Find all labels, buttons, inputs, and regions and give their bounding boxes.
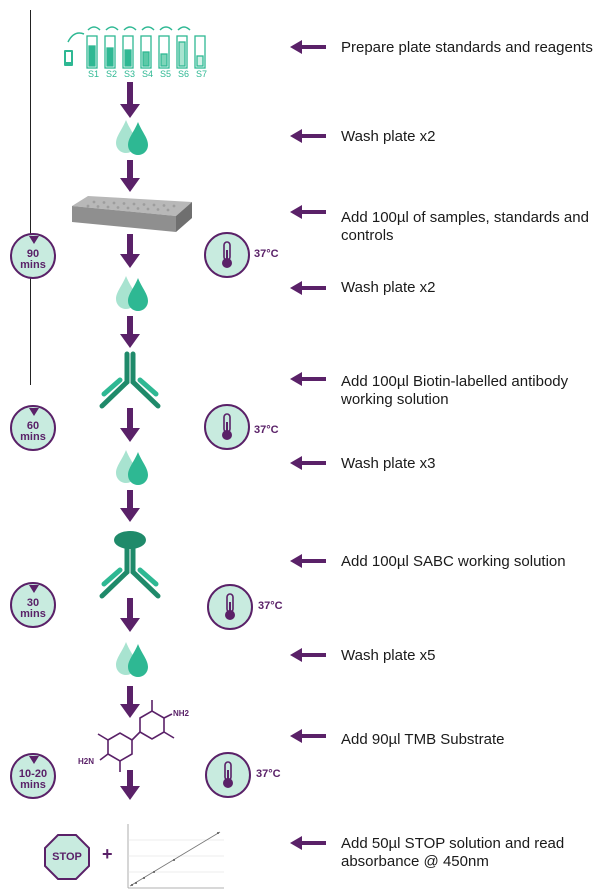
tube-label-s1: S1 bbox=[88, 69, 100, 79]
tube-label-s4: S4 bbox=[142, 69, 154, 79]
thermometer-icon bbox=[204, 404, 250, 450]
timeline-line bbox=[30, 10, 31, 385]
stop-sign-icon bbox=[44, 834, 90, 880]
tube-label-s2: S2 bbox=[106, 69, 118, 79]
plus-sign: + bbox=[102, 844, 113, 864]
down-arrow-icon bbox=[120, 770, 140, 800]
step-3-text: Add 100µl of samples, standards and cont… bbox=[341, 209, 589, 245]
thermometer-icon bbox=[204, 232, 250, 278]
step-10-text: Add 50µl STOP solution and read absorban… bbox=[341, 835, 564, 871]
down-arrow-icon bbox=[120, 408, 140, 442]
timer-unit: mins bbox=[20, 779, 46, 791]
step-4-text: Wash plate x2 bbox=[341, 279, 436, 296]
timer-pointer-icon bbox=[29, 236, 39, 244]
timer-value: 30 bbox=[26, 597, 40, 609]
droplet-icon bbox=[116, 276, 148, 311]
standard-curve-icon bbox=[127, 824, 224, 889]
step-10-arrow-icon bbox=[290, 836, 326, 850]
step-3-line-2: controls bbox=[341, 227, 394, 244]
temperature-label: 37°C bbox=[256, 768, 281, 780]
timer-pointer-icon bbox=[29, 585, 39, 593]
step-10-line-2: absorbance @ 450nm bbox=[341, 853, 489, 870]
timer-unit: mins bbox=[20, 259, 46, 271]
down-arrow-icon bbox=[120, 598, 140, 632]
step-5-line-1: Add 100µl Biotin-labelled antibody bbox=[341, 373, 569, 390]
droplet-icon bbox=[116, 642, 148, 677]
step-5-arrow-icon bbox=[290, 372, 326, 386]
thermometer-icon bbox=[205, 752, 251, 798]
step-10-line-1: Add 50µl STOP solution and read bbox=[341, 835, 565, 852]
down-arrow-icon bbox=[120, 82, 140, 118]
timer-pointer-icon bbox=[29, 408, 39, 416]
down-arrow-icon bbox=[120, 234, 140, 268]
tube-label-s7: S7 bbox=[196, 69, 208, 79]
sabc-icon bbox=[99, 531, 161, 599]
step-5-text: Add 100µl Biotin-labelled antibody worki… bbox=[341, 373, 568, 409]
step-3-arrow-icon bbox=[290, 205, 326, 219]
tmb-molecule-icon bbox=[97, 700, 175, 772]
down-arrow-icon bbox=[120, 490, 140, 522]
step-7-arrow-icon bbox=[290, 554, 326, 568]
step-9-text: Add 90µl TMB Substrate bbox=[341, 731, 505, 748]
timer-value: 60 bbox=[26, 420, 40, 432]
step-7-text: Add 100µl SABC working solution bbox=[341, 553, 566, 570]
temperature-label: 37°C bbox=[254, 248, 279, 260]
temperature-label: 37°C bbox=[258, 600, 283, 612]
tube-label-s3: S3 bbox=[124, 69, 136, 79]
tube-label-s6: S6 bbox=[178, 69, 190, 79]
step-2-arrow-icon bbox=[290, 129, 326, 143]
step-6-arrow-icon bbox=[290, 456, 326, 470]
tube-rack-icon bbox=[64, 26, 206, 69]
step-4-arrow-icon bbox=[290, 281, 326, 295]
step-2-text: Wash plate x2 bbox=[341, 128, 436, 145]
timer-unit: mins bbox=[20, 608, 46, 620]
timer-value: 90 bbox=[26, 248, 40, 260]
nh2-bottom-label: H2N bbox=[78, 757, 95, 766]
down-arrow-icon bbox=[120, 316, 140, 348]
antibody-icon bbox=[99, 351, 161, 409]
droplet-icon bbox=[116, 120, 148, 155]
timer-value: 10-20 bbox=[18, 768, 48, 780]
thermometer-icon bbox=[207, 584, 253, 630]
step-3-line-1: Add 100µl of samples, standards and bbox=[341, 209, 589, 226]
step-8-arrow-icon bbox=[290, 648, 326, 662]
microplate-icon bbox=[72, 196, 192, 232]
step-1-text: Prepare plate standards and reagents bbox=[341, 39, 593, 56]
step-5-line-2: working solution bbox=[341, 391, 449, 408]
down-arrow-icon bbox=[120, 160, 140, 192]
step-9-arrow-icon bbox=[290, 729, 326, 743]
step-1-arrow-icon bbox=[290, 40, 326, 54]
timer-pointer-icon bbox=[29, 756, 39, 764]
stop-label: STOP bbox=[52, 851, 82, 863]
step-6-text: Wash plate x3 bbox=[341, 455, 436, 472]
timer-unit: mins bbox=[20, 431, 46, 443]
tube-label-s5: S5 bbox=[160, 69, 172, 79]
step-8-text: Wash plate x5 bbox=[341, 647, 436, 664]
temperature-label: 37°C bbox=[254, 424, 279, 436]
nh2-top-label: NH2 bbox=[173, 709, 190, 718]
droplet-icon bbox=[116, 450, 148, 485]
down-arrow-icon bbox=[120, 686, 140, 718]
